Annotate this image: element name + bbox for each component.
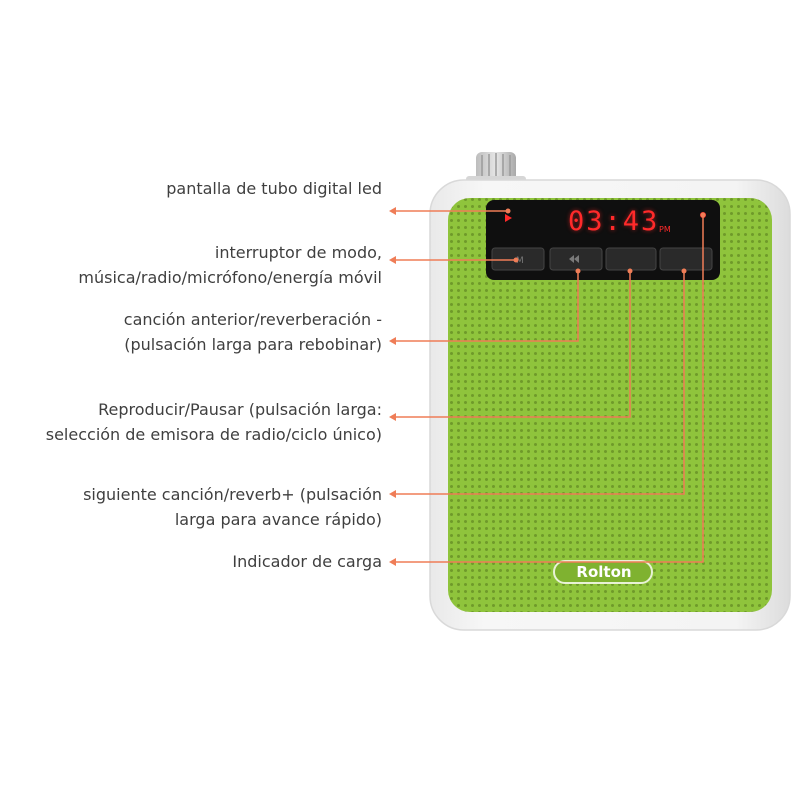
label-line: pantalla de tubo digital led bbox=[166, 179, 382, 198]
label-line: interruptor de modo, bbox=[214, 243, 382, 262]
rewind-icon-2 bbox=[569, 255, 574, 263]
leader-lines bbox=[394, 210, 704, 563]
leader-previous bbox=[394, 271, 579, 342]
leader-next bbox=[394, 271, 685, 495]
arrow-heads bbox=[389, 207, 396, 566]
leader-charge bbox=[394, 215, 704, 563]
rewind-icon bbox=[574, 255, 579, 263]
brand-badge bbox=[553, 560, 653, 584]
label-previous-song: canción anterior/reverberación - (pulsac… bbox=[124, 307, 382, 357]
label-line: (pulsación larga para rebobinar) bbox=[124, 335, 382, 354]
led-period-readout: PM bbox=[659, 225, 671, 234]
label-line: siguiente canción/reverb+ (pulsación bbox=[83, 485, 382, 504]
label-line: canción anterior/reverberación - bbox=[123, 310, 382, 329]
label-line: larga para avance rápido) bbox=[174, 510, 382, 529]
label-play-pause: Reproducir/Pausar (pulsación larga: sele… bbox=[46, 397, 382, 447]
next-button[interactable] bbox=[659, 247, 713, 271]
play-pause-button[interactable] bbox=[605, 247, 657, 271]
leader-play bbox=[394, 271, 631, 418]
button-row: M bbox=[491, 247, 713, 271]
label-line: selección de emisora de radio/ciclo únic… bbox=[45, 425, 382, 444]
label-next-song: siguiente canción/reverb+ (pulsación lar… bbox=[83, 482, 382, 532]
play-indicator-icon bbox=[505, 214, 512, 222]
leader-dots bbox=[505, 208, 706, 274]
speaker-grille bbox=[448, 198, 772, 612]
label-line: Reproducir/Pausar (pulsación larga: bbox=[98, 400, 382, 419]
label-line: música/radio/micrófono/energía móvil bbox=[78, 268, 382, 287]
mode-icon: M bbox=[516, 256, 524, 266]
label-led-display: pantalla de tubo digital led bbox=[166, 176, 382, 201]
label-line: Indicador de carga bbox=[232, 552, 382, 571]
led-time-readout: 03:43 bbox=[568, 206, 660, 237]
label-charge-indicator: Indicador de carga bbox=[232, 549, 382, 574]
brand-logo-text: Rolton bbox=[576, 563, 632, 581]
label-mode-switch: interruptor de modo, música/radio/micróf… bbox=[78, 240, 382, 290]
